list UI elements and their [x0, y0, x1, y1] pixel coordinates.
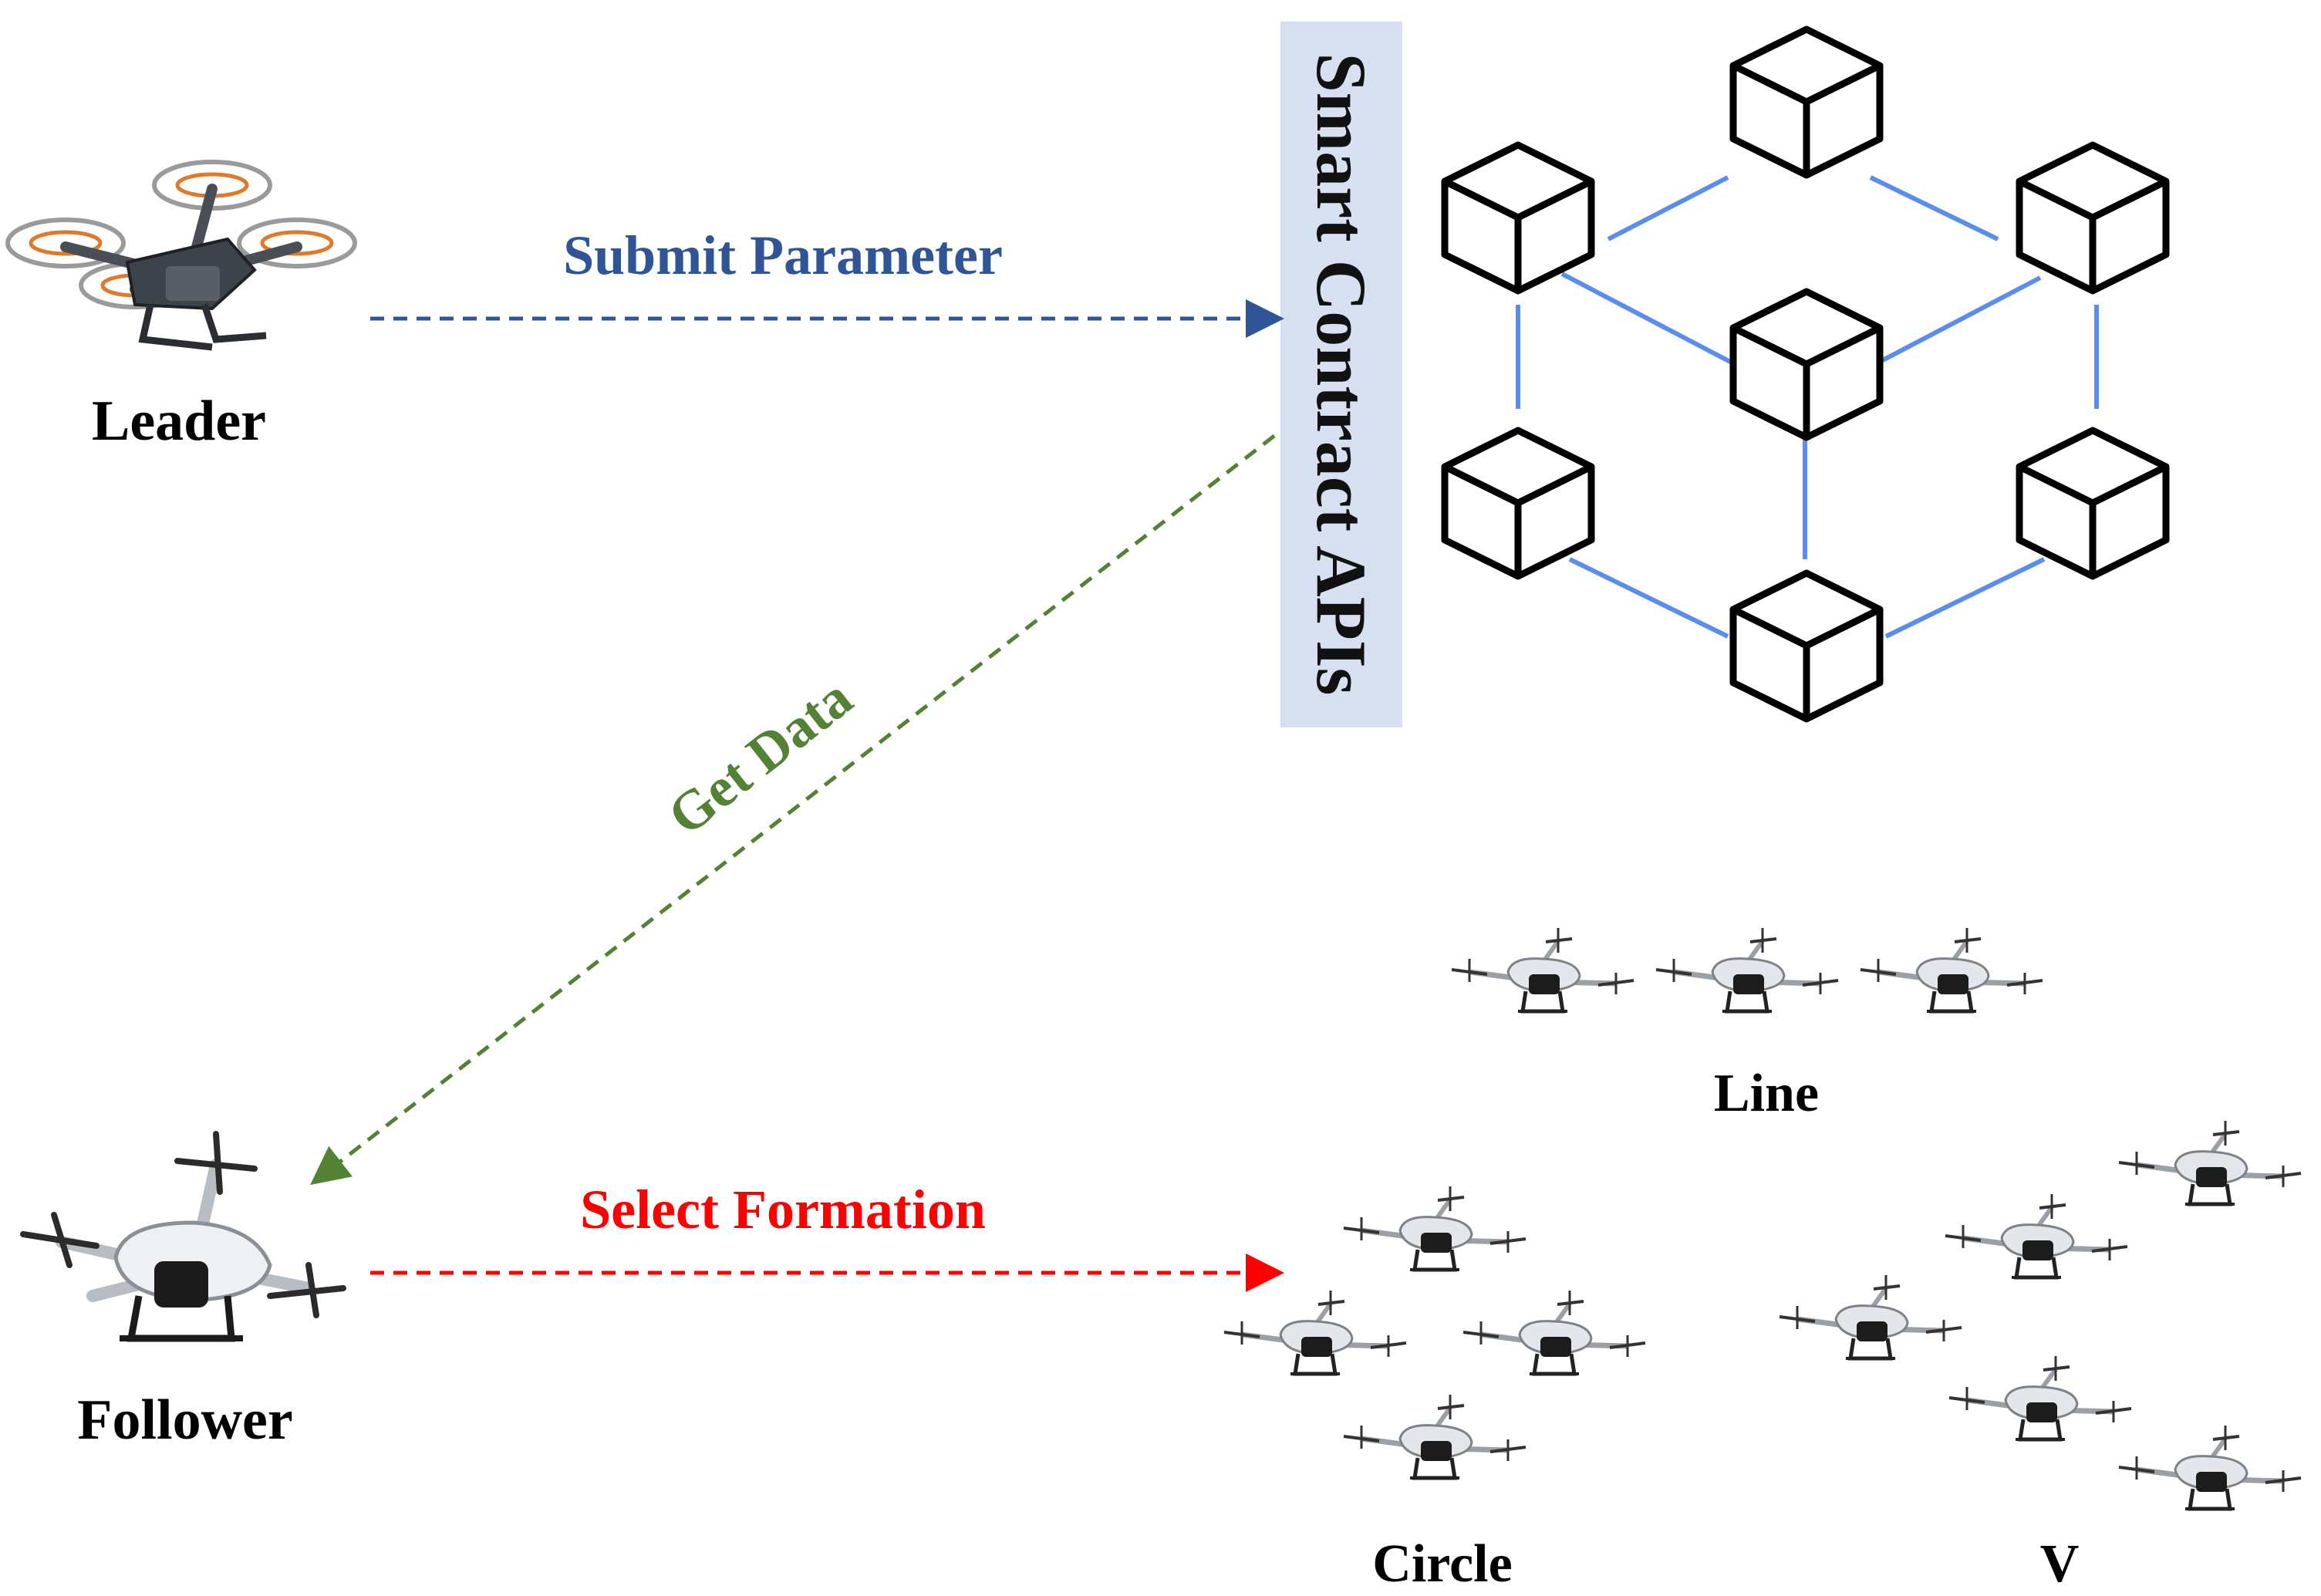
submit-parameter-label: Submit Parameter — [563, 224, 1003, 286]
blockchain-block — [1733, 29, 1880, 175]
v-formation-label: V — [2040, 1534, 2080, 1594]
formation-drone — [1949, 1356, 2131, 1439]
select-formation-label: Select Formation — [580, 1179, 986, 1240]
formation-drone — [1780, 1275, 1962, 1358]
blockchain-block — [1733, 573, 1880, 719]
follower-label: Follower — [77, 1388, 292, 1452]
blockchain-links — [1516, 175, 2099, 639]
line-formation — [1452, 928, 2043, 1011]
circle-formation — [1224, 1186, 1645, 1478]
formation-drone — [1656, 928, 1838, 1011]
leader-label: Leader — [92, 390, 266, 453]
formation-drone — [1344, 1395, 1526, 1478]
blockchain-block — [1445, 145, 1591, 291]
formation-drone — [1224, 1291, 1406, 1374]
v-formation — [1780, 1121, 2301, 1509]
blockchain-block — [1445, 430, 1591, 576]
quadcopter-drone-icon — [5, 160, 357, 351]
formation-drone — [1945, 1194, 2127, 1277]
get-data-arrow — [310, 434, 1276, 1186]
blockchain-block — [2019, 430, 2166, 576]
formation-drone — [1452, 928, 1634, 1011]
formation-drone — [1463, 1291, 1645, 1374]
get-data-label: Get Data — [656, 666, 863, 847]
formation-drone — [2119, 1121, 2301, 1204]
formation-drone — [2119, 1426, 2301, 1509]
blockchain-block — [2019, 145, 2166, 291]
formation-drone — [1861, 928, 2043, 1011]
smart-contract-apis-box: Smart Contract APIs — [1280, 22, 1402, 727]
blockchain-block — [1733, 292, 1880, 437]
line-formation-label: Line — [1714, 1064, 1819, 1123]
formation-drone — [1344, 1186, 1526, 1270]
circle-formation-label: Circle — [1372, 1534, 1512, 1594]
camera-drone-icon — [20, 1131, 346, 1342]
smart-contract-apis-label: Smart Contract APIs — [1302, 53, 1381, 696]
blockchain-network-icon — [1445, 29, 2166, 719]
